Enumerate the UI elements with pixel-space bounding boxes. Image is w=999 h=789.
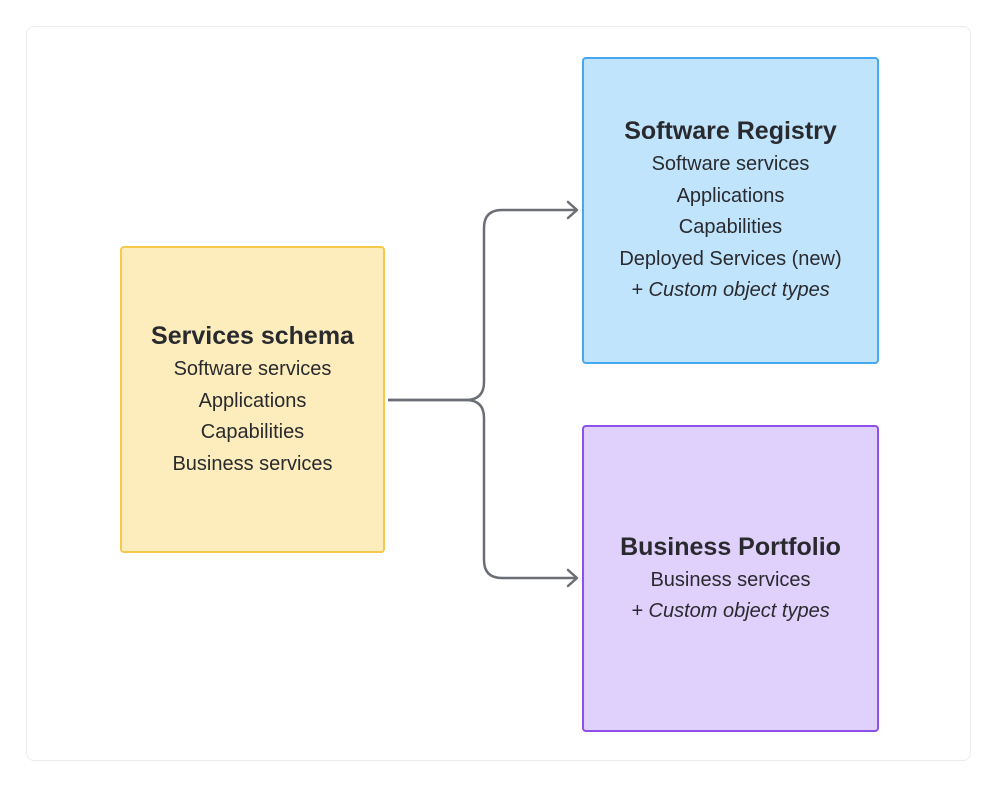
schema-item: Software services [173, 358, 332, 380]
arrowhead-business-portfolio [566, 568, 579, 588]
registry-item: Applications [676, 184, 785, 207]
schema-item: Business services [172, 452, 333, 475]
portfolio-item: Business services [650, 568, 811, 591]
arrowhead-software-registry [566, 200, 579, 220]
software-registry-title: Software Registry [624, 117, 837, 146]
connector-to-software-registry [388, 208, 576, 402]
business-portfolio-box: Business Portfolio Business services + C… [582, 425, 879, 732]
services-schema-box: Services schema Software services Applic… [120, 246, 385, 553]
services-schema-title: Services schema [151, 322, 354, 350]
connector-to-business-portfolio [388, 398, 576, 580]
schema-item: Capabilities [200, 421, 305, 443]
portfolio-custom-types: + Custom object types [631, 600, 830, 622]
registry-item: Deployed Services (new) [619, 247, 842, 270]
registry-custom-types: + Custom object types [631, 279, 830, 302]
business-portfolio-title: Business Portfolio [620, 532, 841, 561]
registry-item: Software services [651, 153, 810, 176]
registry-item: Capabilities [678, 216, 783, 239]
software-registry-box: Software Registry Software services Appl… [582, 57, 879, 364]
schema-item: Applications [198, 389, 307, 412]
